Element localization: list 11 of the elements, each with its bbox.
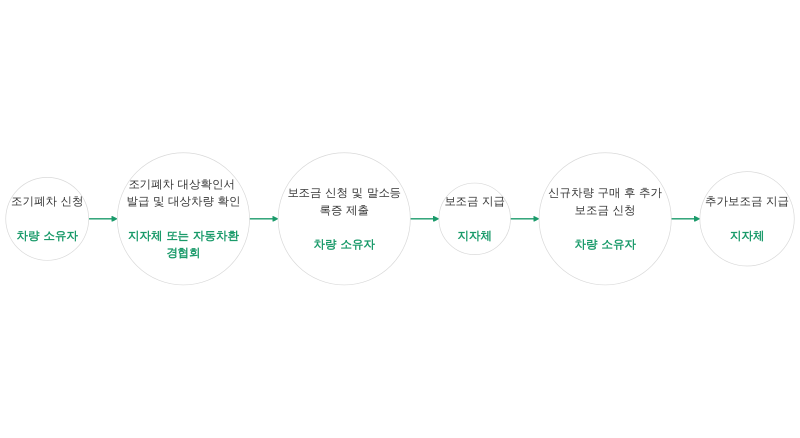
arrow <box>671 216 700 222</box>
node-circle: 신규차량 구매 후 추가보조금 신청 차량 소유자 <box>538 152 672 286</box>
node-circle: 보조금 지급 지자체 <box>438 182 511 256</box>
arrow <box>88 216 118 222</box>
node-circle: 추가보조금 지급 지자체 <box>700 171 795 267</box>
node-circle: 조기폐차 신청 차량 소유자 <box>5 177 90 261</box>
node-circle: 보조금 신청 및 말소등록증 제출 차량 소유자 <box>278 152 411 286</box>
arrow <box>410 216 440 222</box>
node-circle: 조기폐차 대상확인서 발급 및 대상차량 확인 지자체 또는 자동차환경협회 <box>116 152 250 286</box>
arrow <box>250 216 278 222</box>
arrow <box>510 216 540 222</box>
